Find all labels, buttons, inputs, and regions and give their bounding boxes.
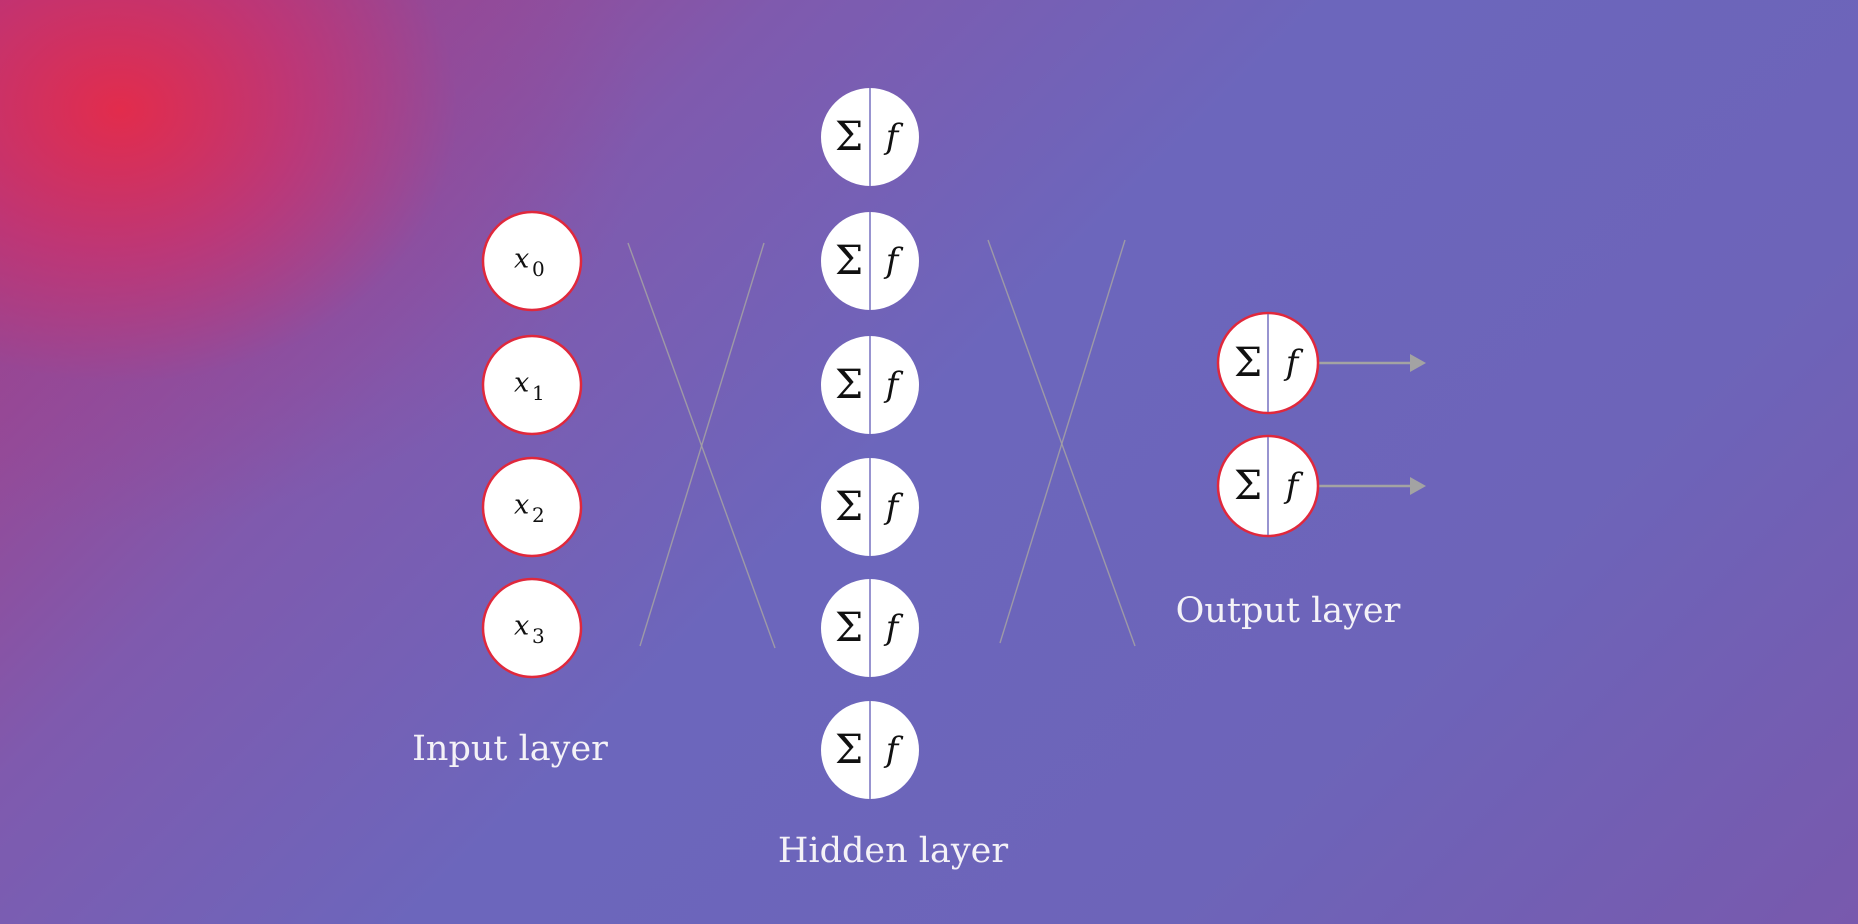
input-node: x 3	[481, 577, 583, 679]
input-node-variable: x	[514, 368, 529, 399]
hidden-node: Σ f	[821, 579, 919, 677]
sum-symbol: Σ	[1234, 463, 1262, 509]
hidden-node: Σ f	[821, 458, 919, 556]
hidden-node: Σ f	[821, 701, 919, 799]
input-hidden-connections	[627, 242, 776, 649]
sum-symbol: Σ	[835, 362, 863, 408]
sum-symbol: Σ	[835, 484, 863, 530]
connection-line	[999, 239, 1126, 644]
input-node-subscript: 1	[532, 381, 545, 405]
input-layer-label: Input layer	[412, 729, 608, 769]
input-node-variable: x	[514, 611, 529, 642]
output-node: Σ f	[1216, 434, 1320, 538]
input-layer: x 0 x 1 x 2 x 3 Input layer	[412, 210, 608, 769]
sum-symbol: Σ	[835, 605, 863, 651]
output-layer-label: Output layer	[1176, 591, 1401, 631]
sum-symbol: Σ	[1234, 340, 1262, 386]
input-node: x 1	[481, 334, 583, 436]
sum-symbol: Σ	[835, 238, 863, 284]
sum-symbol: Σ	[835, 114, 863, 160]
input-node-subscript: 2	[532, 503, 545, 527]
hidden-layer-label: Hidden layer	[778, 831, 1008, 871]
output-arrow	[1316, 354, 1426, 372]
output-layer: Σ f Σ f Output layer	[1176, 311, 1401, 631]
input-node-subscript: 3	[532, 624, 545, 648]
sum-symbol: Σ	[835, 727, 863, 773]
hidden-node: Σ f	[821, 336, 919, 434]
hidden-output-connections	[987, 239, 1136, 647]
hidden-node: Σ f	[821, 212, 919, 310]
input-node: x 0	[481, 210, 583, 312]
output-arrow	[1316, 477, 1426, 495]
hidden-node: Σ f	[821, 88, 919, 186]
output-arrows	[1316, 354, 1426, 495]
input-node-variable: x	[514, 490, 529, 521]
input-node-variable: x	[514, 244, 529, 275]
input-node: x 2	[481, 456, 583, 558]
hidden-layer: Σ f Σ f Σ f Σ f Σ f	[778, 88, 1008, 871]
output-node: Σ f	[1216, 311, 1320, 415]
input-node-subscript: 0	[532, 257, 545, 281]
connection-line	[639, 242, 765, 647]
